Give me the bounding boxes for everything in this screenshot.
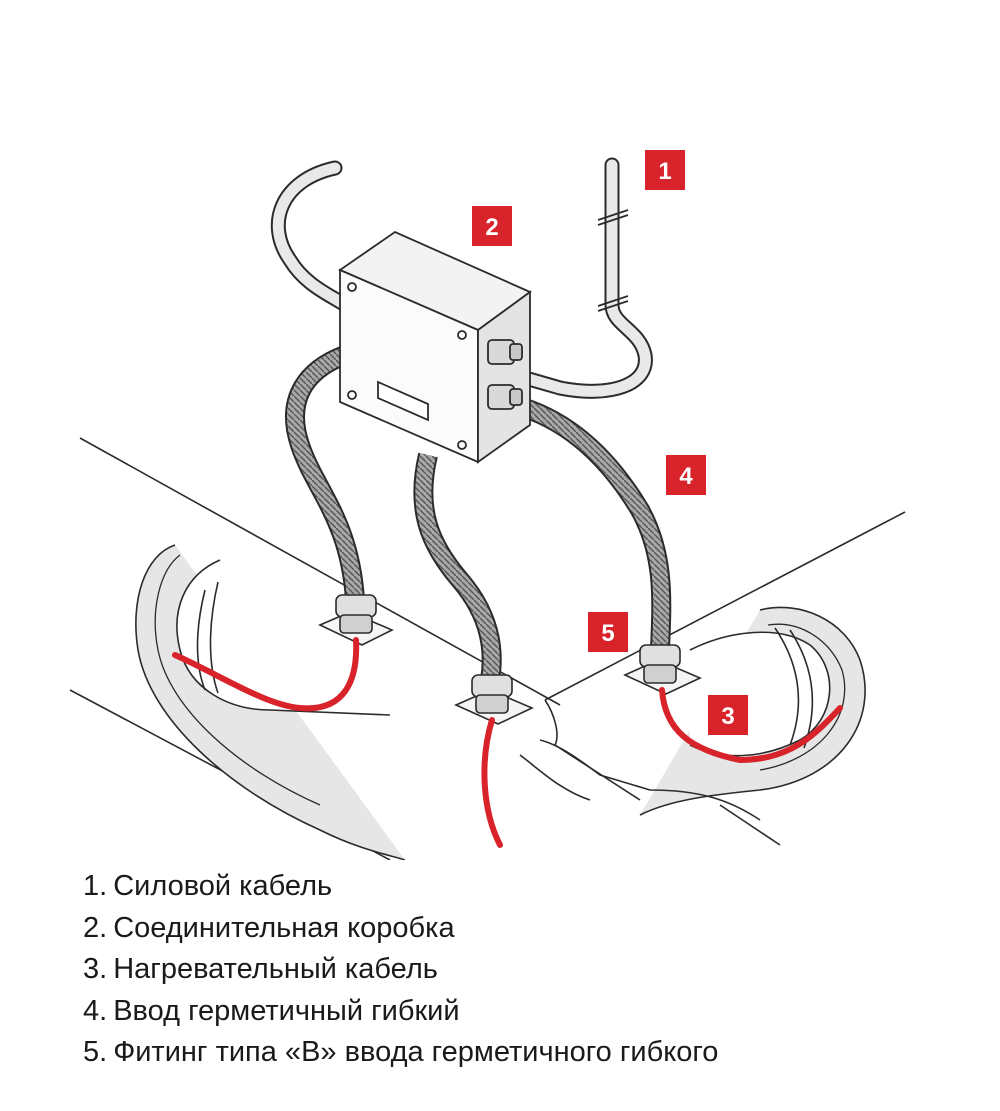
legend-item: 1.Силовой кабель — [83, 866, 983, 908]
fitting-right — [623, 644, 702, 695]
callout-5-label: 5 — [601, 620, 614, 647]
legend-item-number: 2. — [83, 911, 108, 944]
flexible-conduits — [285, 345, 672, 682]
legend-item-text: Соединительная коробка — [113, 911, 455, 944]
callout-1-label: 1 — [658, 158, 671, 185]
legend-item: 2.Соединительная коробка — [83, 908, 983, 950]
legend-item-text: Силовой кабель — [113, 870, 333, 902]
callout-3: 3 — [708, 695, 748, 735]
legend-item-number: 5. — [83, 1036, 108, 1068]
callout-4: 4 — [666, 455, 706, 495]
callout-1: 1 — [645, 150, 685, 190]
callout-2-label: 2 — [485, 214, 498, 241]
pipe-junction-lines — [519, 739, 761, 821]
cable-gland — [487, 339, 523, 365]
junction-box — [338, 230, 532, 464]
legend-item: 3.Нагревательный кабель — [83, 949, 983, 991]
callout-3-label: 3 — [721, 703, 734, 730]
callout-4-label: 4 — [679, 463, 693, 490]
power-cable — [507, 157, 653, 399]
legend-item-number: 1. — [83, 870, 108, 902]
legend-list: 1.Силовой кабель 2.Соединительная коробк… — [83, 866, 983, 1074]
legend-item-text: Ввод герметичный гибкий — [113, 994, 460, 1027]
legend-item: 5.Фитинг типа «В» ввода герметичного гиб… — [83, 1032, 983, 1074]
supply-cable-left — [270, 160, 353, 313]
callout-5: 5 — [588, 612, 628, 652]
legend-item-text: Фитинг типа «В» ввода герметичного гибко… — [113, 1036, 719, 1068]
cable-gland — [487, 384, 523, 410]
heating-cable — [172, 637, 843, 848]
fitting-left — [318, 594, 394, 646]
legend-item-text: Нагревательный кабель — [113, 953, 438, 985]
legend-item: 4.Ввод герметичный гибкий — [83, 991, 983, 1033]
legend-item-number: 3. — [83, 953, 108, 985]
heating-cable-installation-diagram: 1 2 3 4 5 — [69, 150, 906, 860]
pipe-right — [544, 511, 906, 846]
fitting-middle — [454, 674, 534, 725]
legend-item-number: 4. — [83, 994, 108, 1027]
callout-2: 2 — [472, 206, 512, 246]
